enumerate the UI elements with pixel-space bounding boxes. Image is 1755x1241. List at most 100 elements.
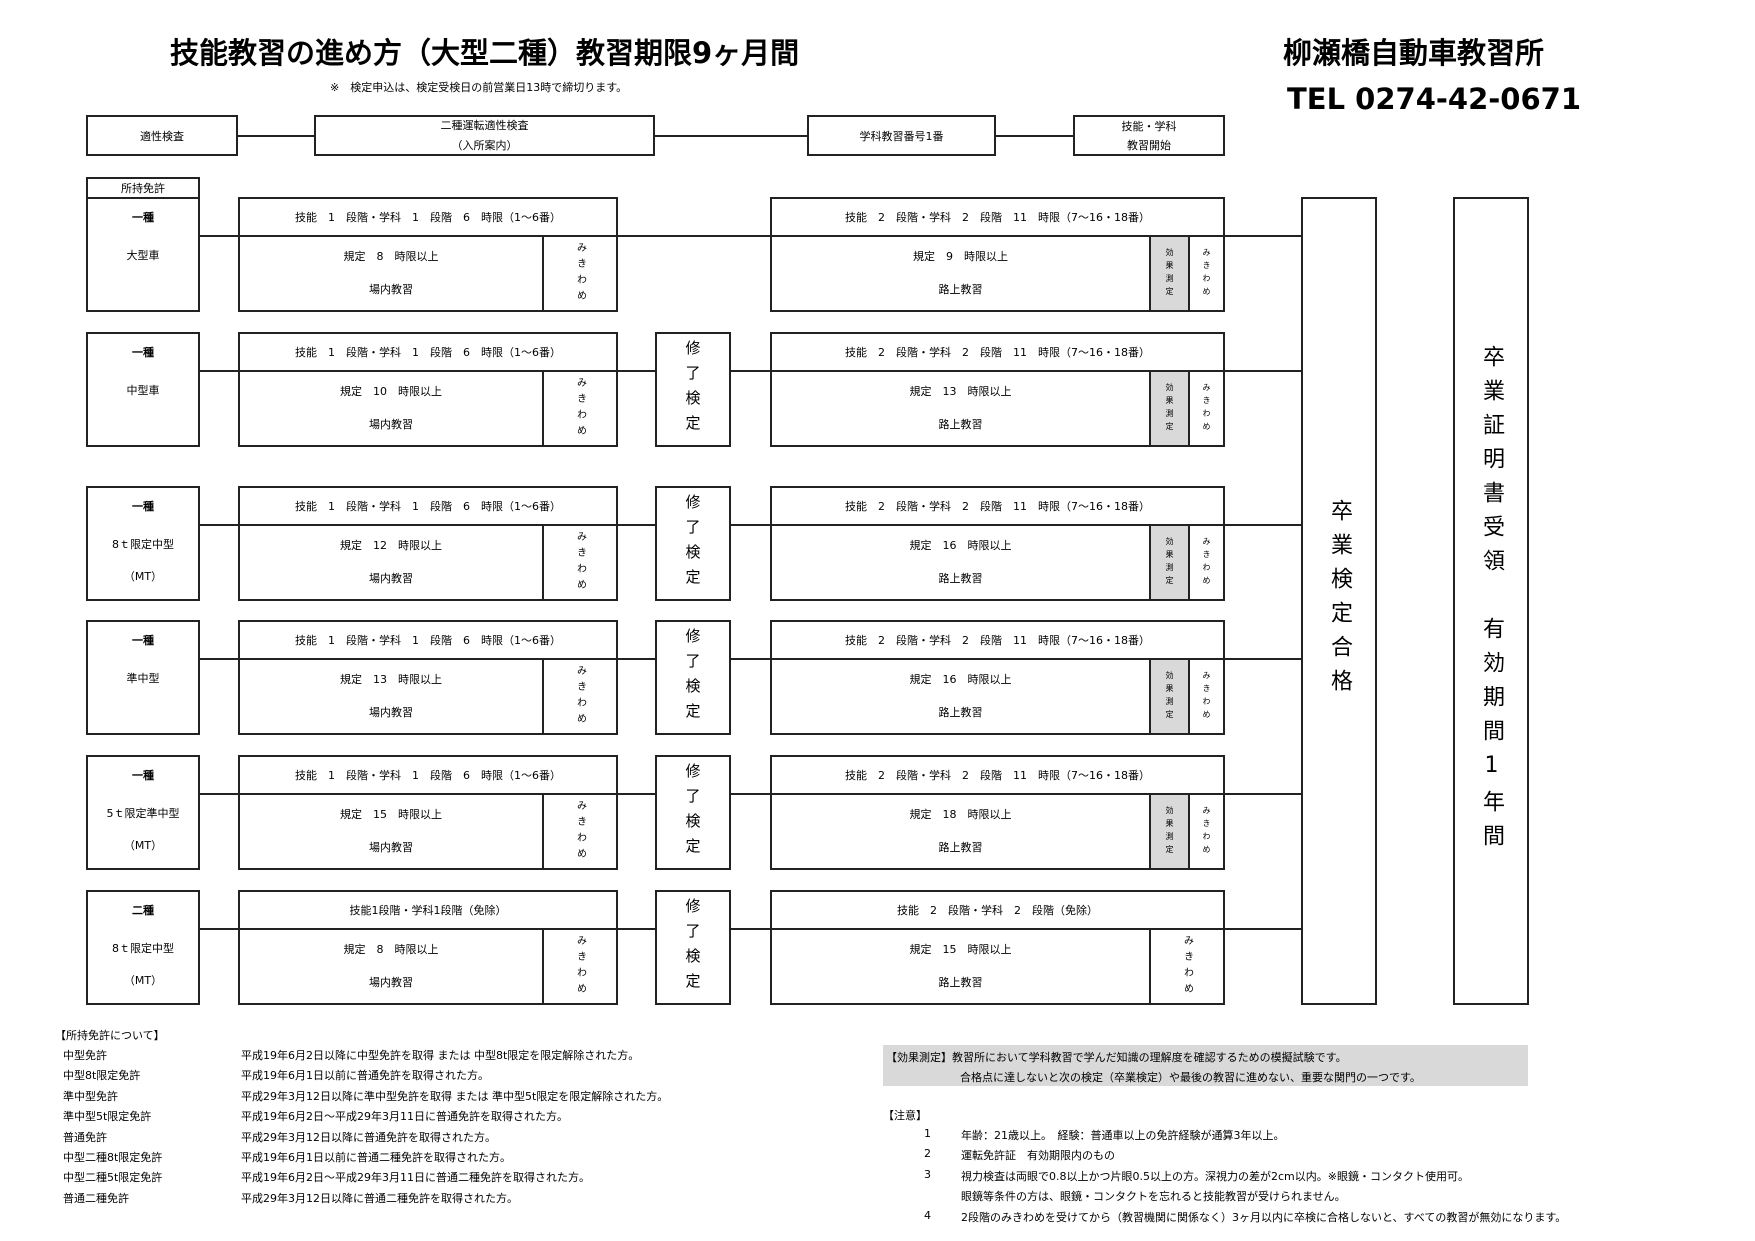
flow-step-label: 学科教習番号1番 <box>859 129 944 143</box>
stage2-header: 技能 2 段階・学科 2 段階 11 時限（7〜16・18番） <box>772 622 1223 660</box>
caution-number-text: 4 <box>924 1208 931 1222</box>
stage2-mikiwame: みきわめ <box>1188 795 1223 868</box>
kouka-sokutei-cell: 効果測定 <box>1149 795 1188 868</box>
flow-step-label: 技能・学科 <box>1121 119 1177 133</box>
stage2-regulation-text: 規定 15 時限以上 <box>909 943 1012 956</box>
stage2-regulation: 規定 15 時限以上 <box>772 932 1149 966</box>
stage2-header-text: 技能 2 段階・学科 2 段階 11 時限（7〜16・18番） <box>845 346 1150 359</box>
stage2-header-text: 技能 2 段階・学科 2 段階 11 時限（7〜16・18番） <box>845 634 1150 647</box>
stage2-box: 技能 2 段階・学科 2 段階 11 時限（7〜16・18番） 規定 13 時限以… <box>770 332 1225 447</box>
license-name-text: 8ｔ限定中型 <box>112 942 174 955</box>
license-sub: （MT） <box>88 972 198 988</box>
caution-heading: 【注意】 <box>883 1109 927 1122</box>
stage1-regulation-text: 規定 8 時限以上 <box>343 250 439 263</box>
stage2-box: 技能 2 段階・学科 2 段階（免除）規定 15 時限以上路上教習みきわめ <box>770 890 1225 1005</box>
stage1-mikiwame: みきわめ <box>542 660 616 733</box>
flow-step-label: 二種運転適性検査 <box>440 118 529 132</box>
license-note-desc-text: 平成29年3月12日以降に準中型免許を取得 または 準中型5t限定を限定解除され… <box>241 1089 669 1103</box>
license-kind-text: 一種 <box>132 211 154 224</box>
stage1-header: 技能 1 段階・学科 1 段階 6 時限（1〜6番） <box>240 199 616 237</box>
mikiwame-label: みきわめ <box>1202 536 1211 589</box>
license-kind: 二種 <box>88 902 198 918</box>
stage1-type: 場内教習 <box>240 694 542 730</box>
stage1-type-text: 場内教習 <box>369 841 413 854</box>
certificate-label: 卒業証明書受領 有効期間1年間 <box>1479 344 1504 858</box>
mikiwame-label: みきわめ <box>574 934 586 999</box>
flow-step-start: 技能・学科教習開始 <box>1073 115 1225 156</box>
license-note-name-text: 中型8t限定免許 <box>63 1069 141 1083</box>
license-note-name: 準中型免許 <box>63 1088 118 1104</box>
caution-text-text: 年齢：21歳以上。 経験：普通車以上の免許経験が通算3年以上。 <box>961 1129 1285 1142</box>
stage2-header-text: 技能 2 段階・学科 2 段階（免除） <box>897 904 1098 917</box>
page-title: 技能教習の進め方（大型二種）教習期限9ヶ月間 <box>170 36 800 70</box>
row-connector <box>200 658 1301 660</box>
stage1-box: 技能 1 段階・学科 1 段階 6 時限（1〜6番）規定 13 時限以上場内教習… <box>238 620 618 735</box>
shuryo-exam-box: 修了検定 <box>655 620 731 735</box>
stage2-type: 路上教習 <box>772 829 1149 865</box>
mikiwame-label: みきわめ <box>1181 934 1193 999</box>
license-name: 大型車 <box>88 247 198 263</box>
license-note-name-text: 中型免許 <box>63 1049 107 1062</box>
license-note-name: 中型二種5t限定免許 <box>63 1169 162 1185</box>
stage1-header-text: 技能 1 段階・学科 1 段階 6 時限（1〜6番） <box>295 769 561 782</box>
license-note-name: 普通二種免許 <box>63 1190 129 1206</box>
license-note-name-text: 中型二種5t限定免許 <box>63 1171 163 1185</box>
stage2-type: 路上教習 <box>772 694 1149 730</box>
license-kind-text: 一種 <box>132 769 154 782</box>
stage1-type: 場内教習 <box>240 964 542 1000</box>
license-note-name: 中型二種8t限定免許 <box>63 1149 162 1165</box>
school-tel: TEL 0274-42-0671 <box>1287 82 1582 116</box>
kouka-label: 効果測定 <box>1165 247 1174 300</box>
license-kind: 一種 <box>88 344 198 360</box>
stage1-regulation: 規定 13 時限以上 <box>240 662 542 696</box>
stage1-header-text: 技能 1 段階・学科 1 段階 6 時限（1〜6番） <box>295 211 561 224</box>
stage1-header: 技能 1 段階・学科 1 段階 6 時限（1〜6番） <box>240 622 616 660</box>
stage1-type-text: 場内教習 <box>369 283 413 296</box>
license-kind-text: 二種 <box>132 904 154 917</box>
stage2-box: 技能 2 段階・学科 2 段階 11 時限（7〜16・18番）規定 16 時限以… <box>770 486 1225 601</box>
flow-step-sublabel: （入所案内） <box>451 138 518 152</box>
license-name-text: 大型車 <box>126 249 160 262</box>
license-note-name-text: 普通二種免許 <box>63 1191 129 1205</box>
mikiwame-label: みきわめ <box>1202 805 1211 858</box>
stage1-type: 場内教習 <box>240 829 542 865</box>
mikiwame-label: みきわめ <box>1202 382 1211 435</box>
kouka-label: 効果測定 <box>1165 382 1174 435</box>
stage2-header-text: 技能 2 段階・学科 2 段階 11 時限（7〜16・18番） <box>845 769 1150 782</box>
stage2-regulation-text: 規定 13 時限以上 <box>909 385 1012 398</box>
stage1-mikiwame: みきわめ <box>542 795 616 868</box>
license-note-name-text: 中型二種8t限定免許 <box>63 1151 163 1164</box>
stage2-type-text: 路上教習 <box>938 283 983 296</box>
stage2-regulation-text: 規定 16 時限以上 <box>909 539 1012 552</box>
flow-step-2nd-aptitude: 二種運転適性検査 （入所案内） <box>314 115 655 156</box>
stage2-regulation-text: 規定 18 時限以上 <box>909 808 1012 821</box>
stage1-header: 技能 1 段階・学科 1 段階 6 時限（1〜6番） <box>240 757 616 795</box>
stage2-type-text: 路上教習 <box>938 572 983 585</box>
stage2-header-text: 技能 2 段階・学科 2 段階 11 時限（7〜16・18番） <box>845 211 1150 224</box>
license-note-desc: 平成19年6月2日～平成29年3月11日に普通二種免許を取得された方。 <box>241 1169 590 1185</box>
license-name-text: 5ｔ限定準中型 <box>106 807 180 820</box>
mikiwame-label: みきわめ <box>574 530 586 595</box>
license-name-text: 中型車 <box>126 384 160 397</box>
stage1-header-text: 技能1段階・学科1段階（免除） <box>349 904 507 917</box>
caution-number: 2 <box>924 1147 931 1160</box>
mikiwame-label: みきわめ <box>574 376 586 441</box>
stage2-type: 路上教習 <box>772 560 1149 596</box>
stage2-regulation: 規定 13 時限以上 <box>772 374 1149 408</box>
license-note-name-text: 普通免許 <box>63 1130 107 1144</box>
kouka-note-box: 【効果測定】教習所において学科教習で学んだ知識の理解度を確認するための模擬試験で… <box>883 1045 1528 1086</box>
kouka-label: 効果測定 <box>1165 536 1174 589</box>
license-note-desc-text: 平成29年3月12日以降に普通免許を取得された方。 <box>241 1130 496 1144</box>
stage1-type: 場内教習 <box>240 271 542 307</box>
school-name: 柳瀬橋自動車教習所 <box>1283 36 1545 70</box>
stage2-type: 路上教習 <box>772 271 1149 307</box>
license-kind: 一種 <box>88 209 198 225</box>
stage1-regulation-text: 規定 12 時限以上 <box>340 539 442 552</box>
stage2-regulation: 規定 16 時限以上 <box>772 662 1149 696</box>
license-note-desc: 平成19年6月2日～平成29年3月11日に普通免許を取得された方。 <box>241 1108 568 1124</box>
kouka-label: 効果測定 <box>1165 805 1174 858</box>
stage2-header: 技能 2 段階・学科 2 段階 11 時限（7〜16・18番） <box>772 334 1223 372</box>
license-sub-text: （MT） <box>123 570 163 583</box>
stage2-header: 技能 2 段階・学科 2 段階 11 時限（7〜16・18番） <box>772 199 1223 237</box>
